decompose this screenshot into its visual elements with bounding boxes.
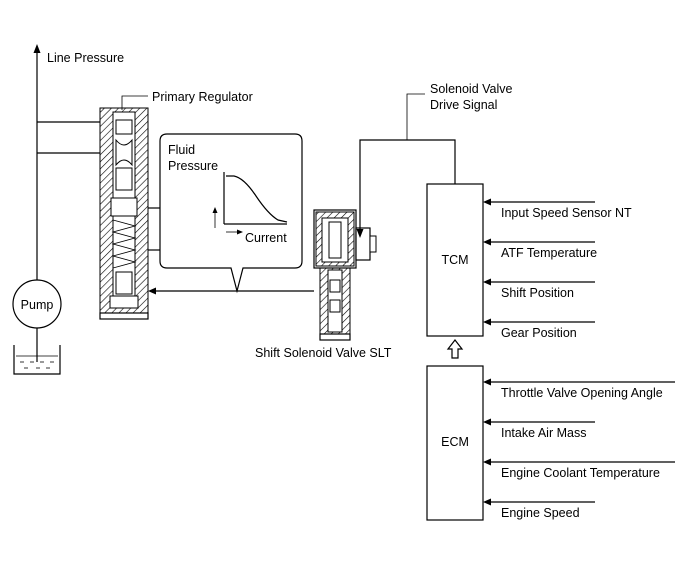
- ecm-label: ECM: [441, 435, 469, 449]
- ecm-input-label: Engine Coolant Temperature: [501, 466, 660, 480]
- primary-regulator-leader: [121, 95, 148, 110]
- shift-solenoid-label: Shift Solenoid Valve SLT: [255, 346, 392, 360]
- primary-regulator-label: Primary Regulator: [152, 90, 253, 104]
- pressure-label: Pressure: [168, 159, 218, 173]
- tcm-input-label: Input Speed Sensor NT: [501, 206, 632, 220]
- tcm-label: TCM: [441, 253, 468, 267]
- tcm-input-label: Shift Position: [501, 286, 574, 300]
- tcm-input-arrows: [483, 198, 595, 326]
- ecm-box: [426, 365, 484, 521]
- solenoid-valve-label: Solenoid Valve: [430, 82, 513, 96]
- pump-label: Pump: [21, 298, 54, 312]
- primary-regulator-valve: [99, 107, 160, 320]
- shift-solenoid-valve: [313, 209, 377, 341]
- tcm-input-label: Gear Position: [501, 326, 577, 340]
- current-label: Current: [245, 231, 287, 245]
- pump: [12, 279, 62, 362]
- ecm-input-label: Engine Speed: [501, 506, 580, 520]
- tcm-box: [426, 183, 484, 337]
- line-pressure-line: [33, 44, 100, 280]
- slt-output-line: [148, 287, 314, 295]
- fluid-reservoir: [13, 345, 61, 375]
- ecm-to-tcm-arrow: [446, 339, 464, 359]
- fluid-pressure-callout: [159, 133, 303, 294]
- fluid-label: Fluid: [168, 143, 195, 157]
- ecm-input-arrows: [483, 378, 675, 506]
- ecm-input-label: Intake Air Mass: [501, 426, 586, 440]
- line-pressure-label: Line Pressure: [47, 51, 124, 65]
- drive-signal-label: Drive Signal: [430, 98, 497, 112]
- solenoid-drive-signal-line: [356, 93, 456, 238]
- ecm-input-label: Throttle Valve Opening Angle: [501, 386, 663, 400]
- tcm-input-label: ATF Temperature: [501, 246, 597, 260]
